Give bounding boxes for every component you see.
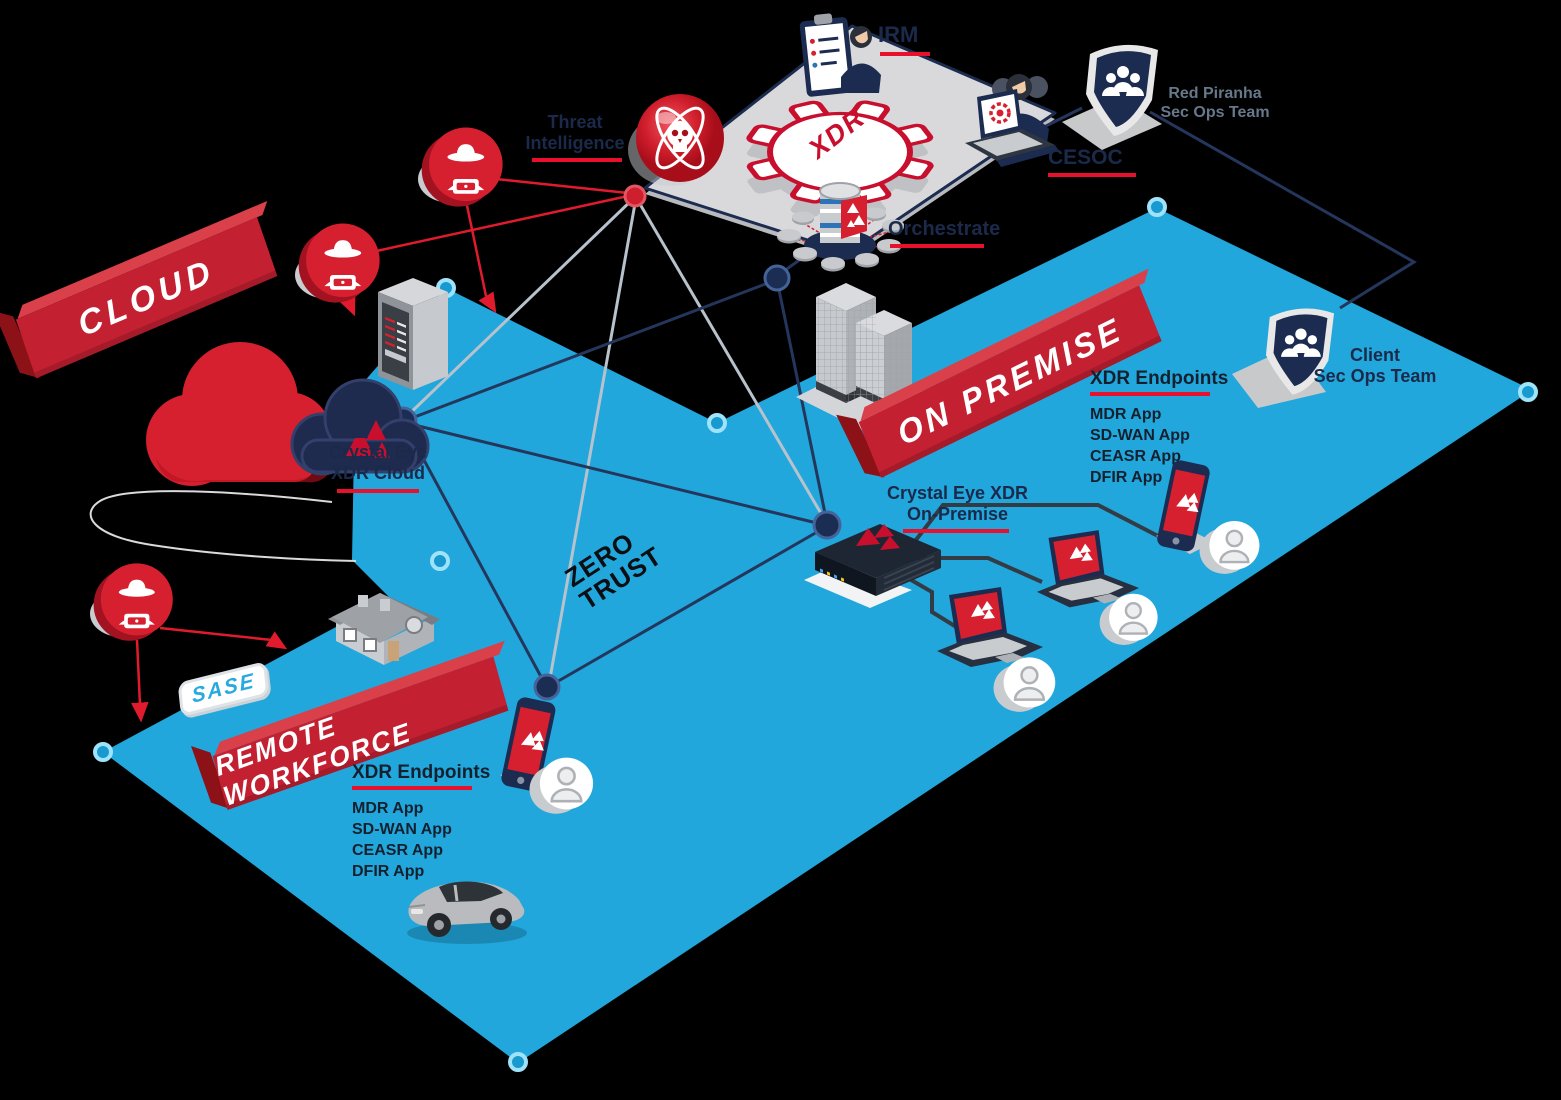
- red-piranha-team-label: Red Piranha Sec Ops Team: [1160, 85, 1270, 121]
- navy-links: [402, 106, 1417, 689]
- remote-endpoints-list: MDR App SD-WAN App CEASR App DFIR App: [352, 800, 452, 880]
- hacker-icon: [90, 558, 180, 648]
- onprem-hub-node: [812, 510, 842, 540]
- underline: [352, 786, 472, 790]
- blue-platform: [103, 208, 1532, 1063]
- cesoc-icon: [955, 65, 1080, 180]
- user-icon: [528, 748, 602, 816]
- buildings-icon: [788, 275, 938, 435]
- remote-hub-node: [533, 673, 561, 701]
- orchestrate-node: [763, 264, 791, 292]
- car-icon: [395, 845, 540, 947]
- underline: [337, 489, 419, 493]
- underline: [880, 52, 930, 56]
- crystal-eye-appliance-icon: [800, 520, 950, 612]
- endpoint-laptop-icon: [935, 585, 1047, 683]
- threat-intelligence-label: Threat Intelligence: [525, 112, 625, 154]
- threat-hub-node: [623, 184, 647, 208]
- underline: [1048, 173, 1136, 177]
- platform-corner-nodes: [93, 197, 1538, 1072]
- underline: [532, 158, 622, 162]
- underline: [903, 529, 1009, 533]
- hacker-icon: [418, 122, 510, 214]
- orchestrate-icon: [775, 165, 905, 280]
- endpoint-phone-icon: [1148, 458, 1220, 563]
- xdr-gear-icon: XDR: [720, 70, 960, 220]
- client-shield-icon: [1252, 302, 1348, 406]
- onprem-endpoints-heading: XDR Endpoints: [1090, 368, 1229, 389]
- underline: [1090, 392, 1210, 396]
- irm-label: IRM: [878, 22, 919, 47]
- onprem-endpoints-list: MDR App SD-WAN App CEASR App DFIR App: [1090, 406, 1190, 486]
- red-cloud-icon: [130, 328, 345, 503]
- server-rack-icon: [368, 278, 458, 398]
- endpoint-laptop-icon: [1035, 528, 1143, 623]
- crystal-eye-cloud-icon: [278, 368, 440, 486]
- cable-path: [89, 490, 357, 562]
- user-icon: [992, 648, 1064, 714]
- hacker-icon: [295, 218, 387, 310]
- irm-icon: [795, 5, 895, 110]
- user-icon: [1098, 585, 1166, 647]
- orchestrate-label: Orchestrate: [888, 218, 1001, 240]
- crystal-eye-onprem-label: Crystal Eye XDR On-Premise: [886, 483, 1029, 525]
- threat-intelligence-icon: [628, 92, 728, 192]
- remote-endpoints-heading: XDR Endpoints: [352, 762, 491, 783]
- red-piranha-shield-icon: [1072, 38, 1172, 148]
- house-icon: [318, 555, 450, 667]
- client-team-label: Client Sec Ops Team: [1313, 345, 1437, 387]
- cesoc-label: CESOC: [1048, 146, 1123, 169]
- crystal-eye-cloud-label: Crystal Eye XDR Cloud: [328, 442, 428, 484]
- underline: [890, 244, 984, 248]
- user-icon: [1198, 512, 1268, 576]
- attack-lines: [131, 176, 629, 723]
- gray-links: [402, 195, 828, 685]
- orchestrate-dots: [777, 207, 904, 272]
